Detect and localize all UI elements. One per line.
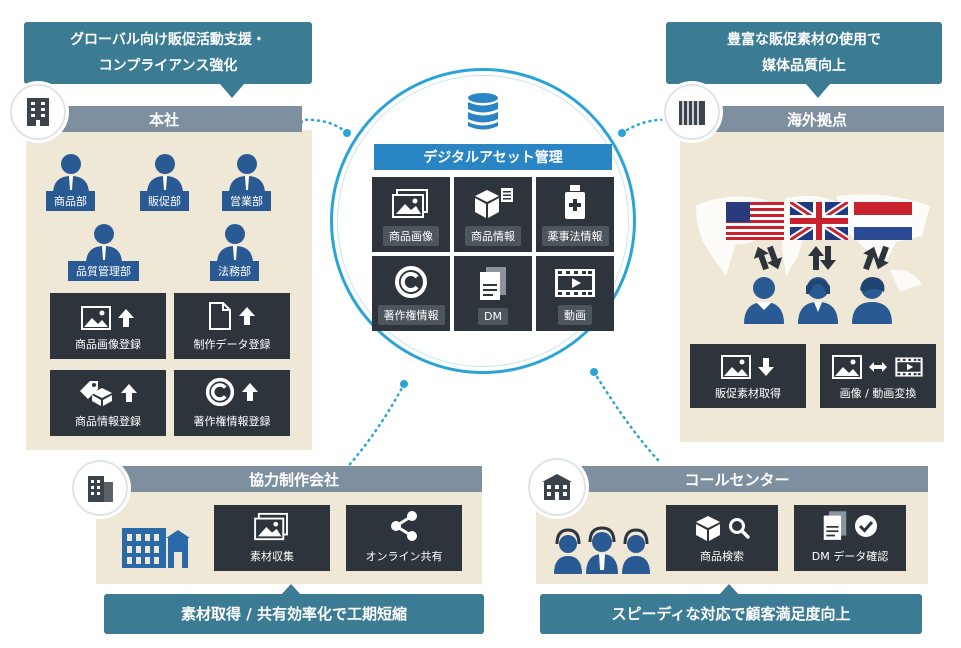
callout-pointer (806, 84, 830, 98)
overseas-title: 海外拠点 (690, 106, 944, 132)
share-icon (391, 511, 417, 541)
document-icon (209, 302, 231, 330)
dam-tile-label: 著作権情報 (377, 305, 445, 325)
flag-icon-nl (854, 202, 912, 240)
building-icon (542, 474, 572, 500)
register-copyright-info-button[interactable]: 著作権情報登録 (174, 370, 290, 436)
flag-icon-us (726, 202, 784, 240)
hq-callout: グローバル向け販促活動支援・ コンプライアンス強化 (24, 22, 312, 84)
callcenter-building-badge (528, 458, 586, 516)
exchange-arrows (753, 245, 889, 271)
tag-icon (80, 381, 112, 406)
register-product-image-button[interactable]: 商品画像登録 (50, 293, 166, 359)
person-icon (85, 224, 122, 264)
collect-materials-button[interactable]: 素材収集 (214, 505, 330, 571)
upload-arrow-icon (118, 309, 134, 327)
bottle-icon (565, 185, 585, 219)
image-icon (81, 306, 111, 330)
headset-operators-icon (554, 526, 650, 574)
dam-tile-label: DM (478, 308, 508, 325)
register-product-info-button[interactable]: 商品情報登録 (50, 370, 166, 436)
building-icon (27, 98, 49, 126)
dam-tile-label: 商品情報 (465, 226, 521, 246)
database-icon (468, 93, 498, 130)
product-search-button[interactable]: 商品検索 (666, 505, 778, 571)
image-icon (832, 355, 862, 379)
callcenter-callout: スピーディな対応で顧客満足度向上 (540, 594, 922, 634)
partner-title: 協力制作会社 (106, 466, 482, 492)
film-icon (895, 357, 923, 377)
person-icon (798, 277, 838, 324)
hq-building-badge (10, 84, 66, 140)
dam-tile-product-info[interactable]: 商品情報 (454, 177, 532, 252)
dam-tile-pharma-info[interactable]: 薬事法情報 (536, 177, 614, 252)
register-production-data-button[interactable]: 制作データ登録 (174, 293, 290, 359)
online-share-button[interactable]: オンライン共有 (346, 505, 462, 571)
overseas-callout: 豊富な販促素材の使用で 媒体品質向上 (666, 22, 942, 84)
hq-title: 本社 (26, 106, 302, 132)
dam-tile-copyright[interactable]: 著作権情報 (372, 256, 450, 331)
dam-tile-label: 薬事法情報 (541, 226, 609, 246)
dept-sales: 営業部 (222, 152, 271, 211)
dam-tile-video[interactable]: 動画 (536, 256, 614, 331)
film-icon (555, 269, 595, 297)
person-icon (228, 154, 265, 194)
partner-building-badge (72, 460, 128, 516)
callout-pointer (220, 84, 244, 98)
overseas-building-badge (664, 84, 720, 140)
person-icon (146, 154, 183, 194)
document-icon (480, 267, 506, 300)
search-icon (729, 518, 750, 539)
image-icon (721, 355, 751, 379)
dam-tile-label: 動画 (558, 305, 592, 325)
building-icon (88, 476, 113, 502)
dam-tile-dm[interactable]: DM (454, 256, 532, 331)
copyright-icon (205, 377, 235, 407)
dept-promotion: 販促部 (140, 152, 189, 211)
convert-media-button[interactable]: 画像 / 動画変換 (820, 344, 936, 408)
upload-arrow-icon (239, 307, 255, 325)
dam-title: デジタルアセット管理 (374, 144, 612, 170)
dam-hub-inner (337, 75, 629, 367)
upload-arrow-icon (121, 384, 137, 402)
flag-icon-uk (790, 202, 848, 240)
dam-tile-product-image[interactable]: 商品画像 (372, 177, 450, 252)
callcenter-title: コールセンター (546, 466, 928, 492)
image-icon (392, 189, 428, 218)
dept-legal: 法務部 (210, 222, 259, 281)
person-icon (744, 277, 784, 324)
images-icon (254, 512, 288, 541)
dam-tile-label: 商品画像 (383, 226, 439, 246)
box-icon (696, 516, 720, 541)
box-icon (475, 188, 513, 218)
person-icon (216, 224, 253, 264)
upload-arrow-icon (242, 383, 258, 401)
building-icon (679, 101, 705, 125)
dept-quality: 品質管理部 (68, 222, 139, 281)
document-icon (823, 511, 847, 540)
person-icon (852, 277, 892, 324)
callout-pointer (280, 584, 302, 596)
dept-product: 商品部 (46, 152, 95, 211)
office-buildings-icon (122, 528, 190, 568)
check-icon (855, 515, 877, 537)
partner-callout: 素材取得 / 共有効率化で工期短縮 (104, 594, 484, 634)
callout-pointer (718, 584, 740, 596)
download-arrow-icon (758, 358, 774, 376)
dm-data-check-button[interactable]: DM データ確認 (794, 505, 906, 571)
convert-arrow-icon (869, 362, 887, 372)
person-icon (52, 154, 89, 194)
get-promo-material-button[interactable]: 販促素材取得 (690, 344, 806, 408)
copyright-icon (395, 266, 427, 298)
